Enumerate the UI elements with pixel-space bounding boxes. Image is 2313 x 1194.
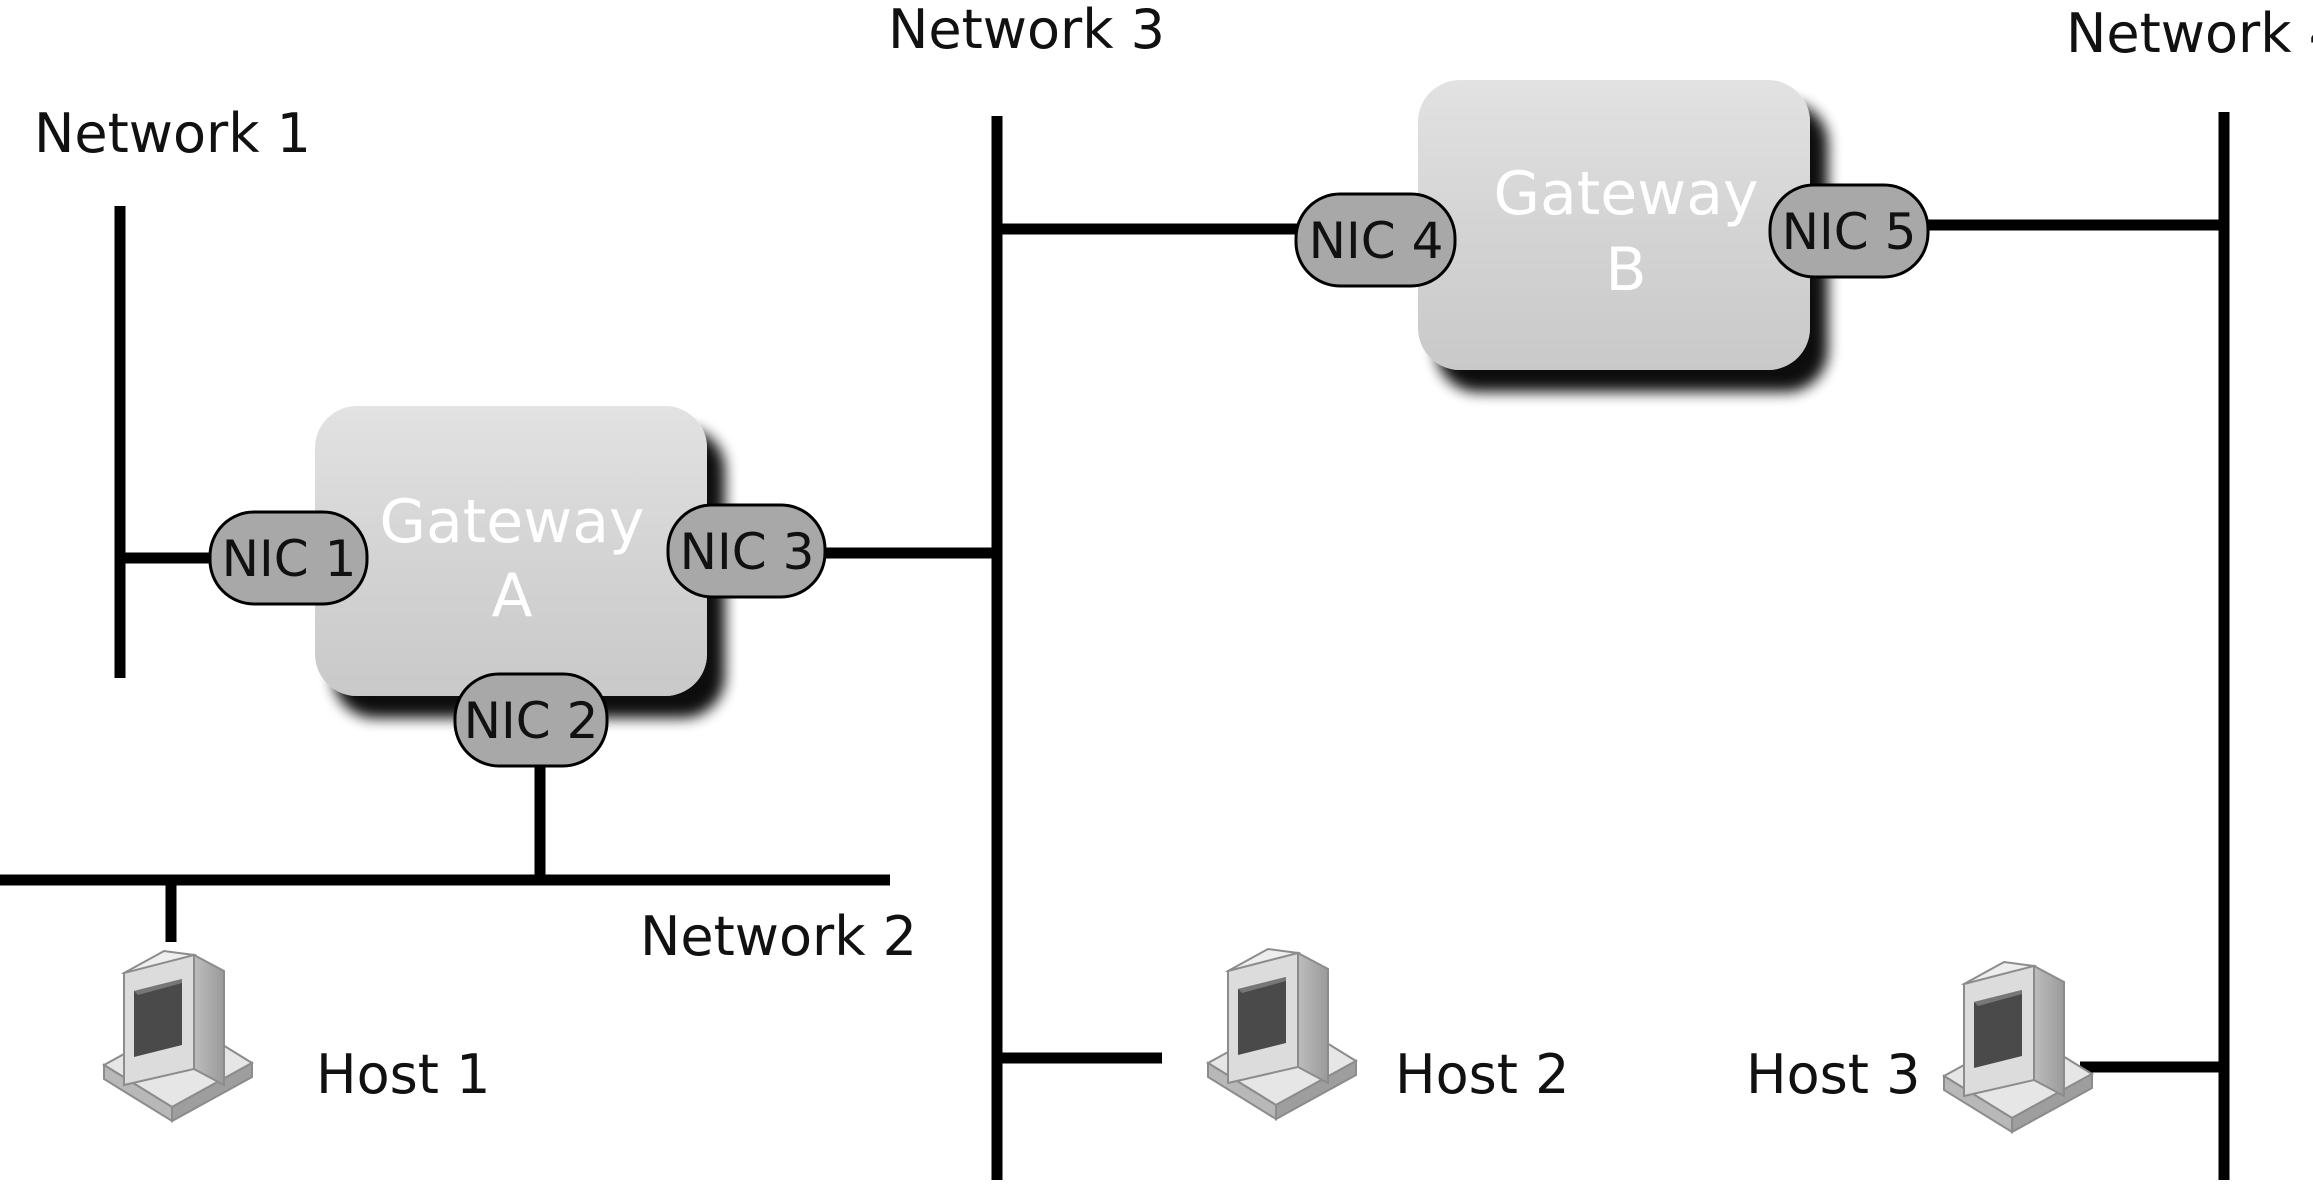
- nic-5: NIC 5: [1768, 183, 1930, 279]
- network-3-label: Network 3: [888, 0, 1165, 61]
- nic-2-label: NIC 2: [464, 692, 599, 750]
- host-3-computer-icon: [1943, 961, 2093, 1133]
- network-2-label: Network 2: [640, 905, 917, 968]
- nic-3: NIC 3: [666, 503, 827, 599]
- gateway-b-label-line1: Gateway: [1493, 159, 1758, 229]
- host-1-computer-icon: [103, 950, 253, 1122]
- nic-4: NIC 4: [1294, 192, 1457, 288]
- nic-3-label: NIC 3: [680, 523, 815, 581]
- nic-5-label: NIC 5: [1782, 203, 1917, 261]
- nic-2: NIC 2: [453, 672, 609, 768]
- host-2-label: Host 2: [1395, 1043, 1569, 1106]
- nic-1: NIC 1: [208, 510, 369, 606]
- host-2-computer-icon: [1207, 948, 1357, 1120]
- host-1-label: Host 1: [316, 1043, 490, 1106]
- gateway-b-label-line2: B: [1605, 235, 1646, 305]
- network-4-label: Network 4: [2066, 2, 2313, 65]
- gateway-a: Gateway A: [315, 406, 707, 696]
- gateway-a-label-line2: A: [491, 561, 532, 631]
- network-1-label: Network 1: [34, 102, 311, 165]
- host-3-label: Host 3: [1746, 1043, 1920, 1106]
- nic-1-label: NIC 1: [222, 530, 357, 588]
- gateway-b: Gateway B: [1418, 80, 1810, 370]
- gateway-a-label-line1: Gateway: [379, 487, 644, 557]
- nic-4-label: NIC 4: [1309, 212, 1444, 270]
